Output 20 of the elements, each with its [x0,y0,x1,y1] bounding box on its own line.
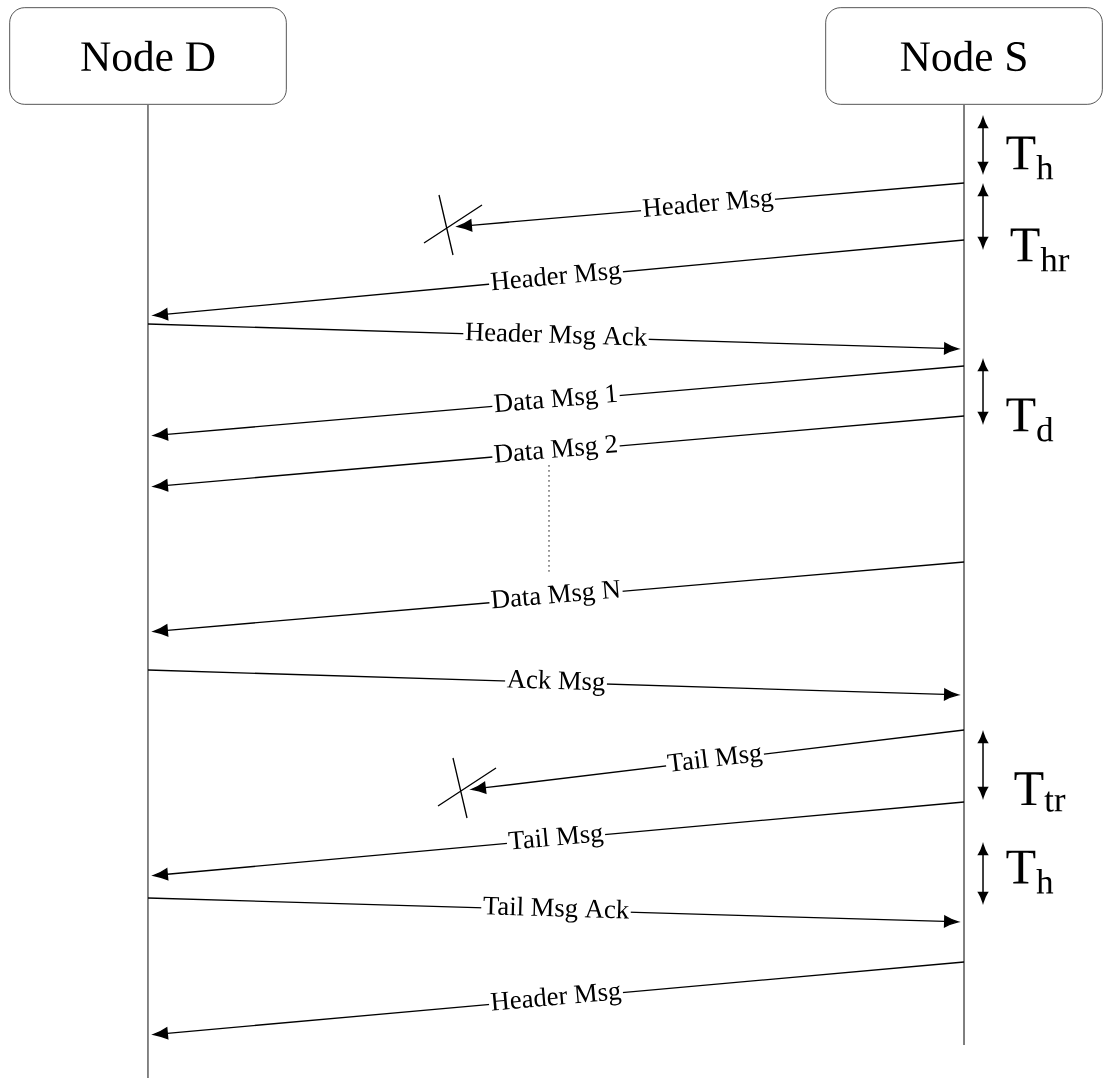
edge-label: Tail Msg [508,825,604,850]
time-label: T$_{tr}$ [1014,772,1066,812]
edge-label: Header Msg Ack [465,322,647,350]
lifeline-box: Node D [9,7,287,105]
lifeline-box: Node S [825,7,1103,105]
edge-label: Data Msg 1 [493,384,617,413]
edge-label: Data Msg N [490,579,620,609]
time-label: T$_{d}$ [1006,398,1054,442]
edge-label: Data Msg 2 [493,435,618,463]
edge-label: Tail Msg [666,746,763,772]
edge-label: Ack Msg [506,669,605,696]
edge-label: Header Msg [642,190,774,217]
time-label: T$_{h}$ [1006,136,1054,180]
lifeline [963,105,965,1045]
edge-label: Header Msg [490,263,622,291]
time-label: T$_{hr}$ [1010,228,1070,272]
message-arrow [153,801,965,881]
edge-label: Header Msg [490,983,622,1011]
edge-label: Tail Msg Ack [483,896,629,923]
lifeline [147,105,149,1078]
